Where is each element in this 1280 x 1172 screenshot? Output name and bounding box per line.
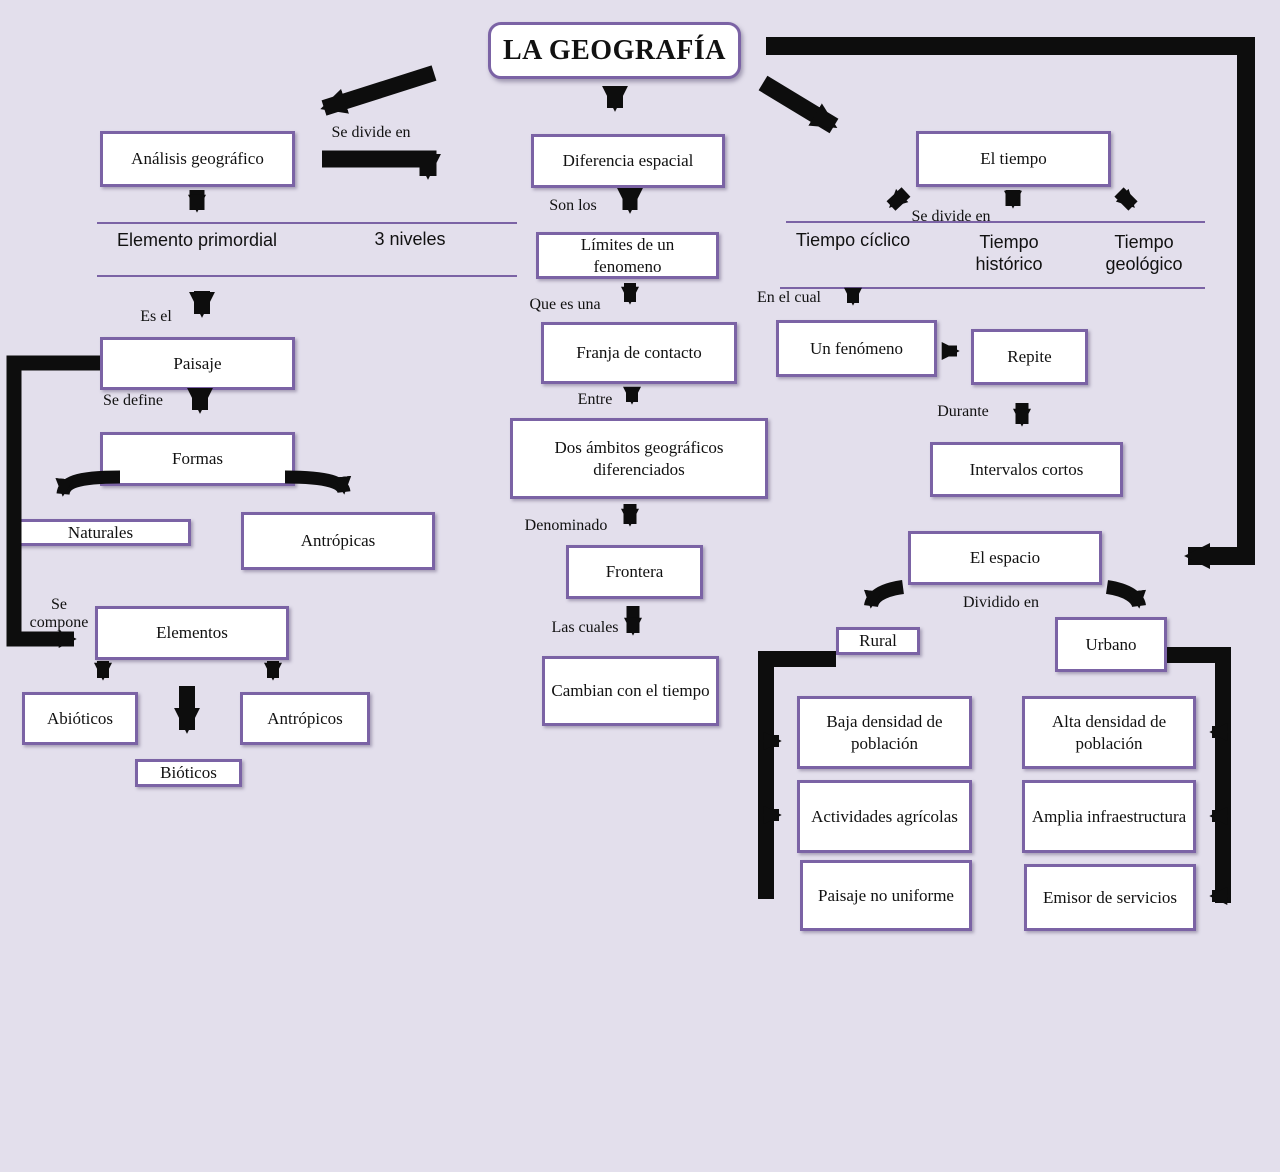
band-elemento-primordial: Elemento primordial — [116, 230, 278, 250]
node-emisor-servicios: Emisor de servicios — [1024, 864, 1196, 931]
node-baja-densidad: Baja densidad de población — [797, 696, 972, 769]
arrow-sedivide-to-3niveles — [322, 150, 441, 180]
node-antropicas: Antrópicas — [241, 512, 435, 570]
node-dos-ambitos: Dos ámbitos geográficos diferenciados — [510, 418, 768, 499]
edge-label-dividido-en: Dividido en — [963, 594, 1039, 611]
node-limites-fenomeno: Límites de un fenomeno — [536, 232, 719, 279]
node-paisaje-no-uniforme: Paisaje no uniforme — [800, 860, 972, 931]
node-alta-densidad: Alta densidad de población — [1022, 696, 1196, 769]
edge-label-se-divide-en-right: Se divide en — [911, 208, 991, 225]
edge-label-se-divide-en-left: Se divide en — [331, 124, 411, 141]
node-rural: Rural — [836, 627, 920, 655]
node-diferencia-espacial: Diferencia espacial — [531, 134, 725, 188]
node-antropicos: Antrópicos — [240, 692, 370, 745]
node-un-fenomeno: Un fenómeno — [776, 320, 937, 377]
arrow-tiempo-to-ciclico — [886, 187, 911, 211]
arrow-title-to-analisis — [320, 65, 437, 116]
node-franja-contacto: Franja de contacto — [541, 322, 737, 384]
edge-label-se-define: Se define — [103, 392, 163, 409]
edge-label-se-compone: Se compone — [29, 596, 89, 631]
edge-label-en-el-cual: En el cual — [757, 289, 821, 306]
node-analisis-geografico: Análisis geográfico — [100, 131, 295, 187]
arrow-espacio-to-rural — [863, 580, 905, 609]
edge-label-durante: Durante — [937, 403, 989, 420]
node-paisaje: Paisaje — [100, 337, 295, 390]
node-amplia-infraestructura: Amplia infraestructura — [1022, 780, 1196, 853]
edge-label-es-el: Es el — [140, 308, 172, 325]
node-el-tiempo: El tiempo — [916, 131, 1111, 187]
node-actividades-agricolas: Actividades agrícolas — [797, 780, 972, 853]
edge-label-entre: Entre — [577, 391, 613, 408]
node-frontera: Frontera — [566, 545, 703, 599]
edge-label-son-los: Son los — [549, 197, 597, 214]
node-formas: Formas — [100, 432, 295, 486]
arrow-espacio-to-urbano — [1105, 580, 1147, 609]
node-intervalos-cortos: Intervalos cortos — [930, 442, 1123, 497]
node-naturales: Naturales — [10, 519, 191, 546]
node-abioticos: Abióticos — [22, 692, 138, 745]
title-box: LA GEOGRAFÍA — [488, 22, 741, 79]
arrow-tiempo-to-geologico — [1114, 187, 1138, 211]
node-repite: Repite — [971, 329, 1088, 385]
node-el-espacio: El espacio — [908, 531, 1102, 585]
edge-label-que-es-una: Que es una — [529, 296, 601, 313]
band-3-niveles: 3 niveles — [374, 229, 446, 249]
node-bioticos: Bióticos — [135, 759, 242, 787]
edge-label-las-cuales: Las cuales — [551, 619, 619, 636]
arrow-title-to-tiempo — [758, 75, 839, 134]
band-tiempo-geologico: Tiempo geológico — [1105, 232, 1183, 274]
band-tiempo-ciclico: Tiempo cíclico — [795, 230, 911, 250]
node-urbano: Urbano — [1055, 617, 1167, 672]
band-tiempo-historico: Tiempo histórico — [975, 232, 1043, 274]
edge-label-denominado: Denominado — [524, 517, 608, 534]
node-cambian-tiempo: Cambian con el tiempo — [542, 656, 719, 726]
node-elementos: Elementos — [95, 606, 289, 660]
